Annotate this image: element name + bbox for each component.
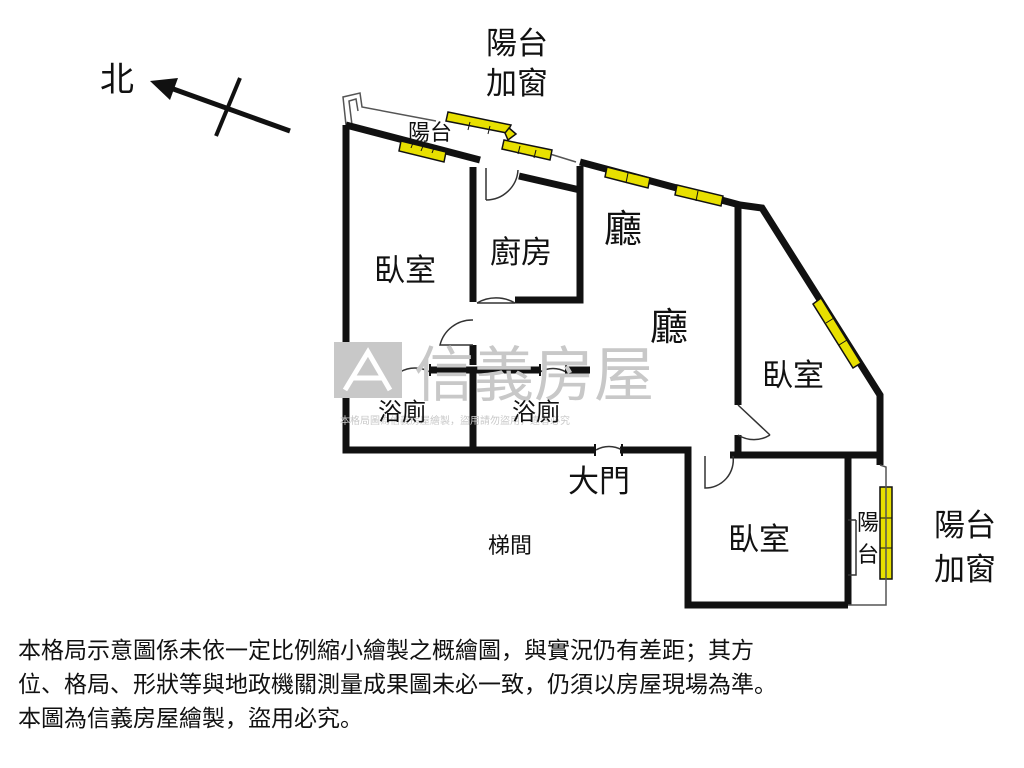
label-stairwell: 梯間 <box>488 534 532 559</box>
label-bath-right: 浴廁 <box>512 398 560 426</box>
disclaimer: 本格局示意圖係未依一定比例縮小繪製之概繪圖，與實況仍有差距；其方 位、格局、形狀… <box>18 634 1008 736</box>
label-balcony-top-callout-1: 陽台 <box>486 26 548 62</box>
label-balcony-right-small-1: 陽 <box>857 511 879 536</box>
watermark-brand: 信義房屋 <box>414 341 654 411</box>
label-balcony-right-small-2: 台 <box>857 543 879 568</box>
disclaimer-line-3: 本圖為信義房屋繪製，盜用必究。 <box>18 706 363 732</box>
windows <box>398 111 893 580</box>
window-1 <box>398 140 447 163</box>
label-balcony-top-small: 陽台 <box>408 121 452 146</box>
window-6 <box>811 296 863 370</box>
north-label: 北 <box>100 60 134 100</box>
window-2 <box>445 111 513 134</box>
floor-plan: 北 <box>100 26 996 609</box>
label-living-upper: 廳 <box>604 207 642 251</box>
label-kitchen: 廚房 <box>490 235 552 271</box>
exterior-walls <box>342 121 884 609</box>
balcony-top-outline <box>342 92 577 163</box>
watermark-note: 本格局圖為信義房屋繪製，盜用請勿盜用，違者必究 <box>340 414 570 427</box>
label-living-lower: 廳 <box>650 305 688 349</box>
label-balcony-right-callout-1: 陽台 <box>934 508 996 544</box>
label-bath-left: 浴廁 <box>378 398 426 426</box>
label-bedroom-bottom: 臥室 <box>728 522 790 558</box>
label-balcony-top-callout-2: 加窗 <box>486 66 548 102</box>
window-5 <box>674 184 724 207</box>
disclaimer-line-1: 本格局示意圖係未依一定比例縮小繪製之概繪圖，與實況仍有差距；其方 <box>18 638 754 664</box>
label-balcony-right-callout-2: 加窗 <box>934 552 996 588</box>
label-main-door: 大門 <box>568 464 630 500</box>
balcony-right-outline <box>848 464 887 606</box>
watermark: 信義房屋 本格局圖為信義房屋繪製，盜用請勿盜用，違者必究 <box>334 341 654 427</box>
door-swings <box>399 168 857 576</box>
window-dividers <box>410 121 892 549</box>
label-bedroom-right: 臥室 <box>762 358 824 394</box>
window-3 <box>501 139 553 161</box>
label-bedroom-left: 臥室 <box>374 253 436 289</box>
north-arrow-icon <box>150 77 291 137</box>
door-jambs <box>399 364 623 456</box>
interior-walls <box>346 166 880 459</box>
disclaimer-line-2: 位、格局、形狀等與地政機關測量成果圖未必一致，仍須以房屋現場為準。 <box>18 672 777 698</box>
